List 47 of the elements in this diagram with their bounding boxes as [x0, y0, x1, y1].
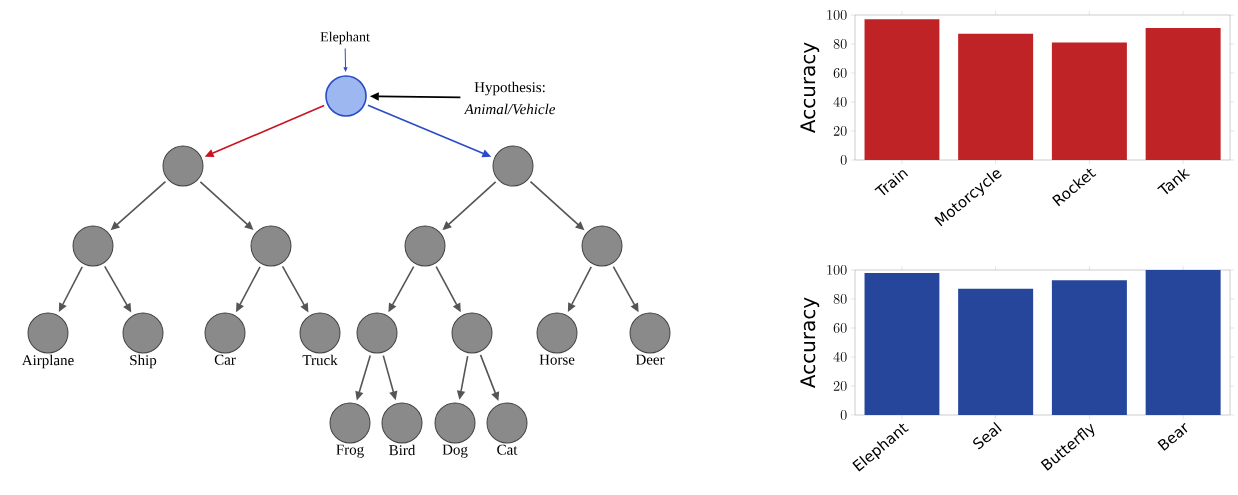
tree-node-circle	[356, 312, 398, 354]
tree-node-circle	[492, 145, 534, 187]
tree-node-circle	[581, 225, 623, 267]
x-tick-label: Train	[874, 170, 909, 196]
tree-node-circle	[162, 145, 204, 187]
y-tick-label: 40	[833, 351, 847, 362]
bar	[1051, 42, 1127, 160]
text-label: Hypothesis: Animal/Vehicle	[463, 81, 556, 115]
node-label: Frog	[336, 444, 364, 458]
bar	[958, 288, 1034, 415]
y-tick-label: 80	[833, 39, 847, 49]
tree-node-circle	[451, 312, 493, 354]
bar	[1051, 280, 1127, 415]
y-tick-label: 80	[833, 294, 847, 304]
arrow	[479, 354, 500, 401]
tree-node-circle	[72, 225, 114, 267]
x-tick-label: Tank	[1157, 168, 1191, 195]
y-axis-title: Accuracy	[800, 297, 820, 388]
node-label: Truck	[302, 354, 338, 366]
node-label: Dog	[442, 444, 468, 458]
node-label: Deer	[635, 354, 665, 365]
y-axis-title: Accuracy	[800, 42, 820, 133]
y-tick-label: 20	[833, 381, 847, 391]
y-tick-label: 60	[833, 68, 847, 78]
node-label: Airplane	[21, 354, 74, 369]
tree-node-circle	[250, 225, 292, 267]
tree-node-circle	[404, 225, 446, 267]
arrow	[343, 48, 348, 72]
node-label: Horse	[539, 354, 575, 365]
node-label: Ship	[130, 354, 157, 369]
node-label: Cat	[497, 444, 518, 455]
y-tick-label: 100	[827, 10, 847, 20]
y-tick-label: 0	[840, 410, 847, 420]
node-label: Bird	[389, 444, 416, 456]
text-label: Elephant	[320, 31, 370, 45]
y-tick-label: 60	[833, 323, 847, 333]
y-tick-label: 40	[833, 96, 847, 107]
bar	[1145, 270, 1221, 415]
bar	[864, 272, 940, 415]
bar	[864, 19, 940, 160]
bar	[1145, 28, 1221, 160]
y-tick-label: 0	[840, 155, 847, 165]
tree-node-circle	[325, 75, 367, 117]
y-tick-label: 100	[827, 265, 847, 275]
bar	[958, 33, 1034, 160]
y-tick-label: 20	[833, 126, 847, 136]
node-label: Car	[214, 354, 236, 365]
